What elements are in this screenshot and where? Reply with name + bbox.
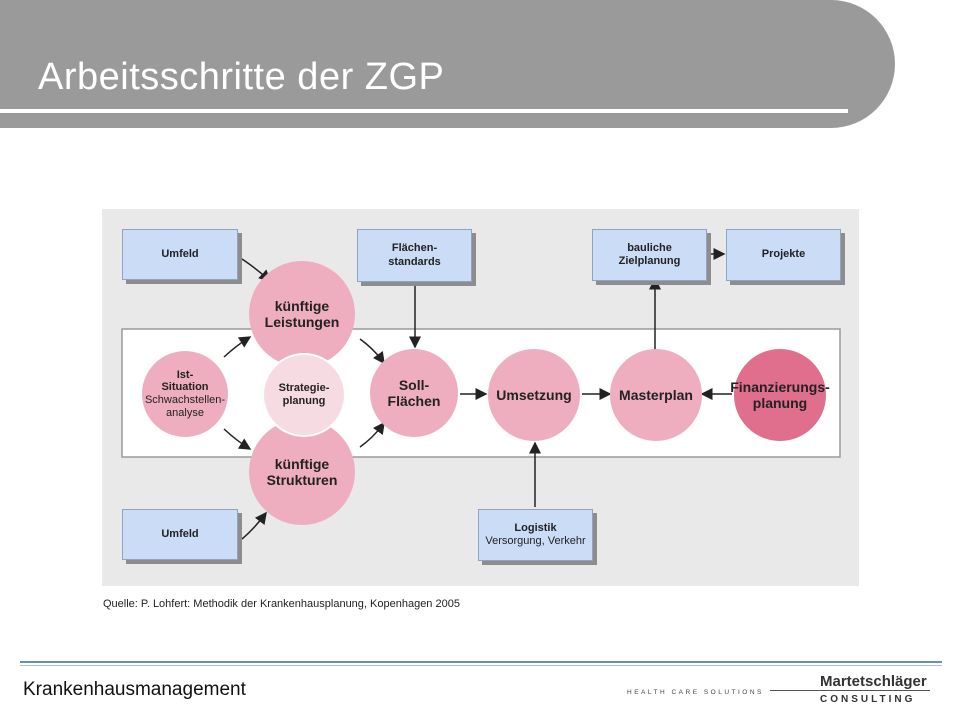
footer-divider (20, 661, 942, 663)
company-logo-sub: CONSULTING (820, 694, 916, 705)
box-bauliche-zielplanung: bauliche Zielplanung (592, 229, 707, 281)
box-logistik-title: Logistik (514, 521, 557, 534)
circle-leistungen-line2: Leistungen (264, 314, 340, 330)
footer-title: Krankenhausmanagement (23, 679, 246, 700)
arrow-ist-leistungen (223, 336, 252, 358)
box-flaechen-line2: standards (388, 255, 441, 268)
circle-soll-line1: Soll- (398, 376, 430, 393)
header-band (0, 0, 895, 128)
arrow-strukturen-soll (359, 421, 385, 448)
box-projekte-label: Projekte (761, 248, 806, 261)
footer-tagline: HEALTH CARE SOLUTIONS (627, 689, 764, 696)
circle-strategieplanung: Strategie- planung (262, 353, 346, 437)
company-logo-name: Martetschläger (820, 673, 927, 690)
circle-ist-line1: Ist- (176, 368, 194, 381)
header-underline (0, 109, 848, 113)
box-umfeld-bottom-label: Umfeld (161, 527, 199, 540)
circle-umsetzung-label: Umsetzung (496, 386, 572, 403)
circle-soll-line2: Flächen (387, 393, 441, 409)
footer-divider-thin (20, 665, 942, 666)
circle-strategie-line2: planung (282, 395, 326, 407)
source-citation: Quelle: P. Lohfert: Methodik der Kranken… (103, 598, 460, 610)
box-umfeld-top: Umfeld (122, 229, 238, 280)
box-projekte: Projekte (726, 229, 841, 281)
box-logistik: Logistik Versorgung, Verkehr (478, 509, 593, 561)
circle-finanz-line2: planung (752, 395, 808, 411)
circle-masterplan: Masterplan (610, 349, 702, 441)
diagram-connectors (121, 248, 841, 540)
circle-kuenftige-leistungen: künftige Leistungen (249, 261, 355, 367)
page-title: Arbeitsschritte der ZGP (38, 56, 445, 98)
box-umfeld-top-label: Umfeld (161, 247, 199, 260)
circle-ist-line4: analyse (166, 406, 204, 419)
circle-finanz-line1: Finanzierungs- (730, 378, 830, 395)
box-ziel-line2: Zielplanung (618, 255, 681, 267)
circle-leistungen-line1: künftige (274, 297, 330, 314)
circle-soll-flaechen: Soll- Flächen (370, 349, 458, 437)
circle-finanzierungsplanung: Finanzierungs- planung (730, 349, 830, 441)
circle-umsetzung: Umsetzung (488, 349, 580, 441)
arrow-umfeld-strukturen (241, 511, 267, 540)
box-flaechenstandards: Flächen- standards (357, 229, 472, 282)
circle-strukturen-line1: künftige (274, 455, 330, 472)
process-diagram: Umfeld Flächen- standards bauliche Zielp… (102, 209, 859, 586)
circle-ist-line3: Schwachstellen- (144, 394, 226, 406)
circle-strategie-line1: Strategie- (278, 382, 330, 395)
arrow-ist-strukturen (223, 428, 252, 450)
box-flaechen-line1: Flächen- (391, 242, 438, 255)
circle-ist-situation: Ist- Situation Schwachstellen- analyse (142, 351, 228, 437)
logo-rule-under-name (820, 690, 930, 691)
box-umfeld-bottom: Umfeld (122, 509, 238, 560)
circle-masterplan-label: Masterplan (619, 386, 693, 403)
logo-rule (770, 690, 820, 691)
box-logistik-sub: Versorgung, Verkehr (485, 535, 586, 547)
circle-strukturen-line2: Strukturen (266, 472, 338, 488)
circle-ist-line2: Situation (161, 381, 209, 394)
box-ziel-line1: bauliche (627, 241, 672, 254)
